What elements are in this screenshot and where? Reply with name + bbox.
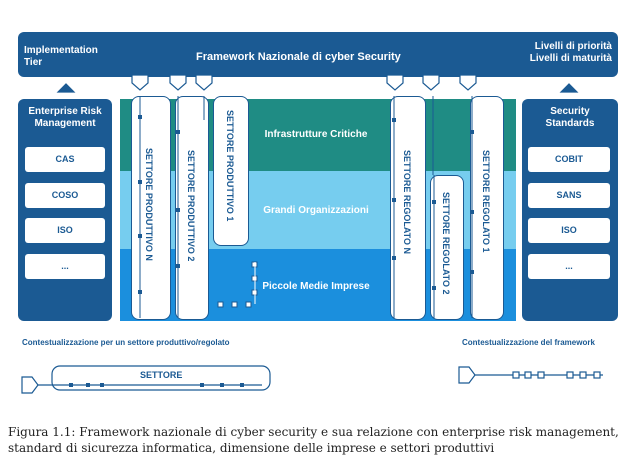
sector-regolato-1 xyxy=(470,96,504,320)
erm-item-coso: COSO xyxy=(25,183,105,208)
figure-caption: Figura 1.1: Framework nazionale di cyber… xyxy=(8,425,619,455)
settore-legend-label: SETTORE xyxy=(140,370,183,380)
tab-produttivo-1 xyxy=(195,74,213,91)
context-right-label: Contestualizzazione del framework xyxy=(462,338,595,347)
security-standards-title: Security Standards xyxy=(545,106,595,129)
security-standards-panel xyxy=(522,99,618,321)
implementation-tier-label: Implementation Tier xyxy=(24,45,98,68)
sector-regolato-1-label: SETTORE REGOLATO 1 xyxy=(481,150,491,253)
band-label-infrastrutture: Infrastrutture Critiche xyxy=(264,129,368,140)
enterprise-risk-panel xyxy=(18,99,112,321)
framework-legend xyxy=(458,366,603,384)
sector-produttivo-2-label: SETTORE PRODUTTIVO 2 xyxy=(186,150,196,262)
sector-produttivo-2 xyxy=(175,96,209,320)
erm-item-cas: CAS xyxy=(25,147,105,172)
std-item-sans: SANS xyxy=(528,183,610,208)
enterprise-risk-title: Enterprise Risk Management xyxy=(28,106,102,129)
left-panel-notch xyxy=(56,83,76,93)
right-panel-notch xyxy=(559,83,579,93)
sector-regolato-n xyxy=(390,96,426,320)
sector-regolato-2 xyxy=(430,175,464,320)
settore-legend xyxy=(21,365,271,394)
priority-maturity-label: Livelli di priorità Livelli di maturità xyxy=(529,41,612,64)
sector-produttivo-n xyxy=(131,96,171,320)
erm-item-more: ... xyxy=(25,254,105,279)
tab-regolato-2 xyxy=(422,74,440,91)
std-item-cobit: COBIT xyxy=(528,147,610,172)
sector-produttivo-n-label: SETTORE PRODUTTIVO N xyxy=(144,148,154,261)
band-label-pmi: Piccole Medie Imprese xyxy=(262,281,370,292)
sector-produttivo-1-label: SETTORE PRODUTTIVO 1 xyxy=(225,110,235,222)
context-left-label: Contestualizzazione per un settore produ… xyxy=(22,338,230,347)
framework-header-bar xyxy=(18,32,618,77)
tab-produttivo-2 xyxy=(169,74,187,91)
std-item-more: ... xyxy=(528,254,610,279)
framework-title: Framework Nazionale di cyber Security xyxy=(196,51,401,63)
tab-regolato-1 xyxy=(459,74,477,91)
erm-item-iso: ISO xyxy=(25,218,105,243)
band-label-grandi: Grandi Organizzazioni xyxy=(263,205,369,216)
sector-regolato-n-label: SETTORE REGOLATO N xyxy=(402,150,412,255)
sector-regolato-2-label: SETTORE REGOLATO 2 xyxy=(441,192,451,295)
sector-produttivo-1 xyxy=(213,96,249,246)
tab-produttivo-n xyxy=(131,74,149,91)
std-item-iso: ISO xyxy=(528,218,610,243)
tab-regolato-n xyxy=(386,74,404,91)
